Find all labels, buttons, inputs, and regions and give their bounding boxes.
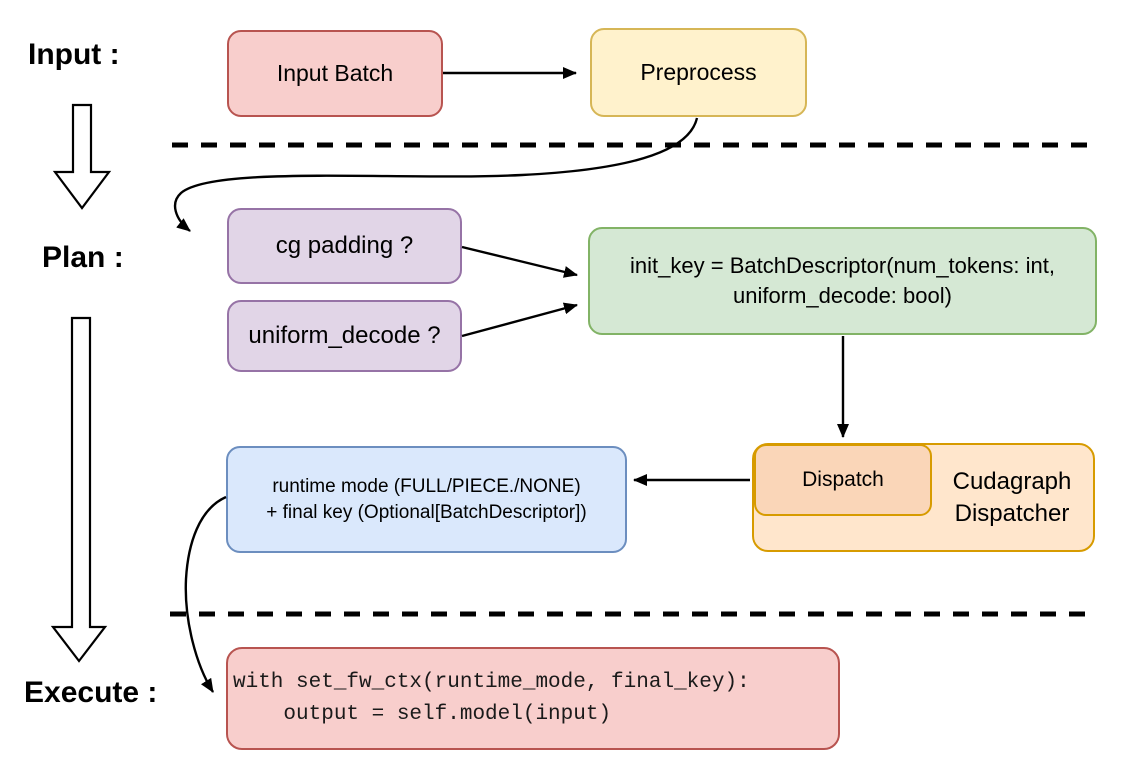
node-cudagraph-dispatcher-label: Cudagraph Dispatcher bbox=[952, 468, 1072, 527]
stage-label-plan: Plan : bbox=[42, 241, 124, 274]
node-init-key-line2: uniform_decode: bool) bbox=[733, 283, 952, 308]
node-cg-padding: cg padding ? bbox=[227, 208, 462, 284]
node-preprocess-label: Preprocess bbox=[640, 58, 757, 85]
node-runtime-mode-line1: runtime mode (FULL/PIECE./NONE) bbox=[272, 475, 581, 497]
arrow-runtime-mode-to-execute bbox=[184, 495, 227, 693]
node-input-batch-label: Input Batch bbox=[276, 59, 394, 86]
node-input-batch: Input Batch bbox=[227, 30, 443, 117]
stage-arrow-input-to-plan bbox=[52, 103, 112, 210]
stage-arrow-plan-to-execute bbox=[50, 316, 108, 663]
stage-label-execute: Execute : bbox=[24, 676, 158, 709]
node-preprocess: Preprocess bbox=[590, 28, 807, 117]
node-execute-code-line2: output = self.model(input) bbox=[233, 702, 612, 726]
node-runtime-mode-line2: + final key (Optional[BatchDescriptor]) bbox=[266, 501, 587, 523]
node-dispatch: Dispatch bbox=[754, 444, 932, 516]
node-init-key-line1: init_key = BatchDescriptor(num_tokens: i… bbox=[630, 253, 1055, 279]
node-init-key: init_key = BatchDescriptor(num_tokens: i… bbox=[588, 227, 1097, 335]
arrow-cg-padding-to-init-key bbox=[461, 245, 578, 278]
stage-label-input: Input : bbox=[28, 38, 120, 71]
node-uniform-decode-label: uniform_decode ? bbox=[248, 321, 441, 349]
node-dispatch-label: Dispatch bbox=[802, 467, 884, 491]
node-execute-code: with set_fw_ctx(runtime_mode, final_key)… bbox=[226, 647, 840, 750]
node-uniform-decode: uniform_decode ? bbox=[227, 300, 462, 372]
arrow-uniform-decode-to-init-key bbox=[461, 302, 578, 338]
node-execute-code-line1: with set_fw_ctx(runtime_mode, final_key)… bbox=[233, 671, 750, 694]
node-cg-padding-label: cg padding ? bbox=[275, 231, 414, 259]
node-runtime-mode: runtime mode (FULL/PIECE./NONE) + final … bbox=[226, 446, 627, 553]
